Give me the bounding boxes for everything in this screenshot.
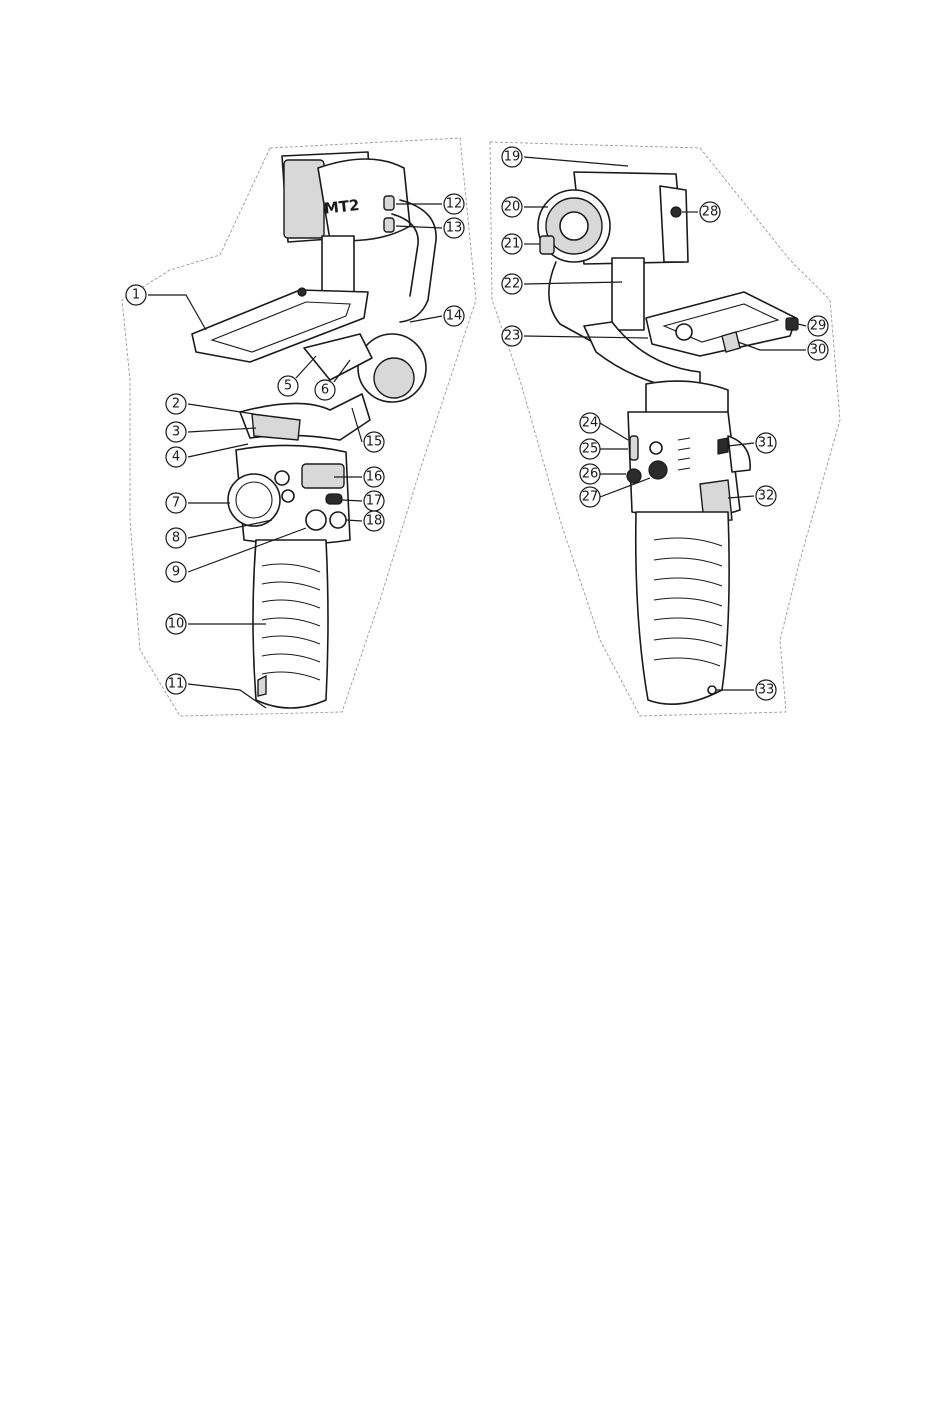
plate-screw [298, 288, 306, 296]
svg-text:6: 6 [321, 383, 329, 398]
svg-text:27: 27 [582, 490, 599, 505]
callout-31: 31 [756, 433, 776, 453]
rear-camera-plate [646, 292, 796, 356]
callout-14: 14 [444, 306, 464, 326]
oled-display [302, 464, 344, 488]
callout-19: 19 [502, 147, 522, 167]
shutter-button [330, 512, 346, 528]
callout-1: 1 [126, 285, 146, 305]
motor-lock [540, 236, 554, 254]
callout-20: 20 [502, 197, 522, 217]
callout-2: 2 [166, 394, 186, 414]
callout-25: 25 [580, 439, 600, 459]
svg-text:15: 15 [366, 435, 383, 450]
svg-text:3: 3 [172, 425, 180, 440]
svg-text:20: 20 [504, 200, 521, 215]
svg-text:14: 14 [446, 309, 463, 324]
callout-4: 4 [166, 447, 186, 467]
rear-lanyard-hole [708, 686, 716, 694]
svg-text:10: 10 [168, 617, 185, 632]
callout-28: 28 [700, 202, 720, 222]
charging-indicator [650, 442, 662, 454]
pan-motor-cap [374, 358, 414, 398]
callout-29: 29 [808, 316, 828, 336]
callout-18: 18 [364, 511, 384, 531]
gimbal-rear-view [490, 142, 840, 716]
side-dial [728, 436, 750, 472]
callout-9: 9 [166, 562, 186, 582]
rear-camera-side [660, 186, 688, 262]
callout-32: 32 [756, 486, 776, 506]
camera-mount-port [671, 207, 681, 217]
joystick [306, 510, 326, 530]
svg-text:1: 1 [132, 288, 140, 303]
plate-lock-button [786, 318, 798, 330]
svg-text:23: 23 [504, 329, 521, 344]
svg-text:4: 4 [172, 450, 180, 465]
svg-text:30: 30 [810, 343, 827, 358]
callout-17: 17 [364, 491, 384, 511]
svg-text:28: 28 [702, 205, 719, 220]
svg-text:11: 11 [168, 677, 185, 692]
callout-30: 30 [808, 340, 828, 360]
svg-text:2: 2 [172, 397, 180, 412]
record-button [282, 490, 294, 502]
brand-logo: MT2 [323, 196, 360, 218]
callout-11: 11 [166, 674, 186, 694]
svg-text:19: 19 [504, 150, 521, 165]
svg-text:8: 8 [172, 531, 180, 546]
callout-22: 22 [502, 274, 522, 294]
callout-6: 6 [315, 380, 335, 400]
mode-button [275, 471, 289, 485]
callout-15: 15 [364, 432, 384, 452]
callout-16: 16 [364, 467, 384, 487]
callout-3: 3 [166, 422, 186, 442]
callout-21: 21 [502, 234, 522, 254]
svg-text:17: 17 [366, 494, 383, 509]
svg-text:13: 13 [446, 221, 463, 236]
callout-33: 33 [756, 680, 776, 700]
callout-7: 7 [166, 493, 186, 513]
svg-text:29: 29 [810, 319, 827, 334]
svg-text:22: 22 [504, 277, 521, 292]
svg-text:12: 12 [446, 197, 463, 212]
svg-text:25: 25 [582, 442, 599, 457]
function-switch [326, 494, 342, 504]
svg-text:33: 33 [758, 683, 775, 698]
svg-text:5: 5 [284, 379, 292, 394]
callout-10: 10 [166, 614, 186, 634]
callout-24: 24 [580, 413, 600, 433]
callout-12: 12 [444, 194, 464, 214]
callout-8: 8 [166, 528, 186, 548]
callout-26: 26 [580, 464, 600, 484]
status-light-bar [630, 436, 638, 460]
svg-text:32: 32 [758, 489, 775, 504]
svg-text:26: 26 [582, 467, 599, 482]
callout-23: 23 [502, 326, 522, 346]
svg-text:16: 16 [366, 470, 383, 485]
callout-13: 13 [444, 218, 464, 238]
svg-text:9: 9 [172, 565, 180, 580]
rear-roll-motor-center [560, 212, 588, 240]
rear-vertical-arm [612, 258, 644, 330]
rear-handle-head [646, 381, 728, 416]
svg-text:21: 21 [504, 237, 521, 252]
indicator-slot-lower [384, 218, 394, 232]
usb-port [627, 469, 641, 483]
indicator-slot-upper [384, 196, 394, 210]
svg-text:31: 31 [758, 436, 775, 451]
rear-handle-grip [636, 512, 729, 704]
svg-text:24: 24 [582, 416, 599, 431]
lanyard-hole [258, 676, 266, 696]
side-switch [718, 438, 728, 454]
plate-lever [722, 332, 740, 352]
svg-text:18: 18 [366, 514, 383, 529]
knob [676, 324, 692, 340]
callout-27: 27 [580, 487, 600, 507]
callout-5: 5 [278, 376, 298, 396]
svg-text:7: 7 [172, 496, 180, 511]
tripod-thread [649, 461, 667, 479]
